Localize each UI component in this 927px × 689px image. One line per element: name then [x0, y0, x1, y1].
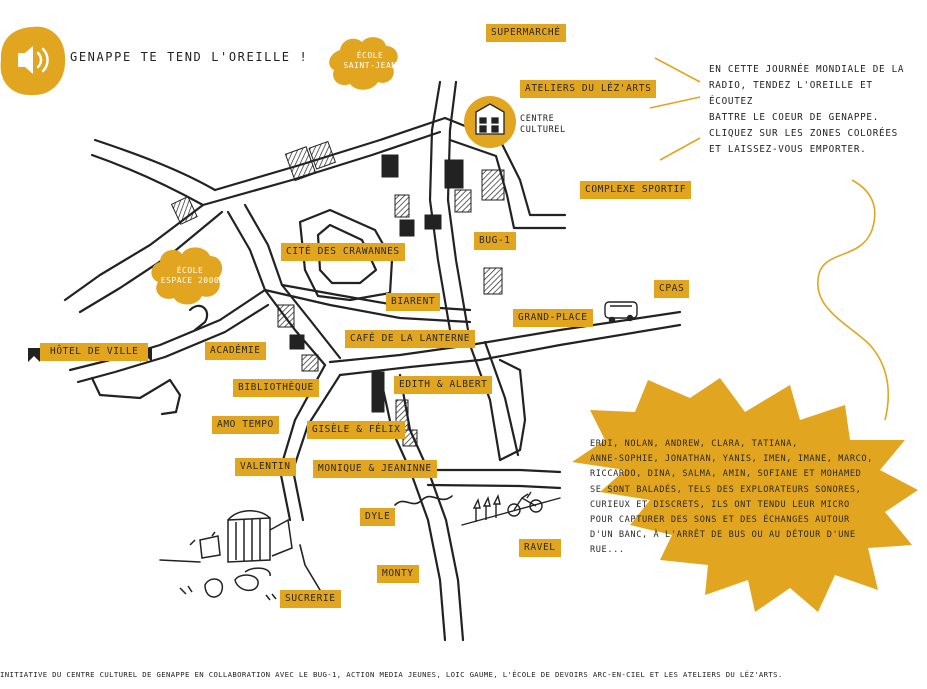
burst-line: ERDI, NOLAN, ANDREW, CLARA, TATIANA, [590, 439, 798, 449]
bus-icon [604, 301, 638, 324]
place-monty[interactable]: MONTY [377, 565, 419, 583]
place-dyle[interactable]: DYLE [360, 508, 396, 526]
place-sucrerie[interactable]: SUCRERIE [280, 590, 341, 608]
centre-culturel-label[interactable]: CENTRE CULTUREL [520, 114, 566, 136]
burst-line: CURIEUX ET DISCRETS, ILS ONT TENDU LEUR … [590, 499, 850, 510]
intro-line: RADIO, TENDEZ L'OREILLE ET ÉCOUTEZ [709, 80, 873, 107]
place-amo[interactable]: AMO TEMPO [212, 416, 279, 434]
participants-text: ERDI, NOLAN, ANDREW, CLARA, TATIANA, ANN… [590, 437, 880, 559]
burst-line: D'UN BANC, À L'ARRÊT DE BUS OU AU DÉTOUR… [590, 530, 856, 541]
burst-line: ANNE-SOPHIE, JONATHAN, YANIS, IMEN, IMAN… [590, 454, 873, 465]
cc-label-line: CULTUREL [520, 125, 566, 135]
tree-icons [472, 493, 501, 522]
road [90, 153, 205, 207]
page-title: GENAPPE TE TEND L'OREILLE ! [70, 50, 309, 64]
intro-text: EN CETTE JOURNÉE MONDIALE DE LA RADIO, T… [709, 62, 919, 158]
place-gisele[interactable]: GISÈLE & FÉLIX [307, 421, 406, 439]
place-complexe[interactable]: COMPLEXE SPORTIF [580, 181, 692, 199]
info-burst [572, 378, 918, 612]
footer-credits: INITIATIVE DU CENTRE CULTUREL DE GENAPPE… [0, 670, 783, 679]
intro-line: BATTRE LE COEUR DE GENAPPE. [709, 112, 880, 123]
burst-line: POUR CAPTURER DES SONS ET DES ÉCHANGES A… [590, 515, 850, 526]
cloud-label-saint-jean[interactable]: ÉCOLE SAINT-JEAN [340, 51, 400, 71]
speaker-icon [0, 26, 66, 96]
cloud-espace-2000 [151, 247, 223, 305]
sucrerie-building-icon [179, 510, 293, 601]
place-biarent[interactable]: BIARENT [386, 293, 441, 311]
intro-line: ET LAISSEZ-VOUS EMPORTER. [709, 144, 867, 155]
place-ateliers[interactable]: ATELIERS DU LÉZ'ARTS [520, 80, 657, 98]
place-cpas[interactable]: CPAS [654, 280, 690, 298]
burst-line: RUE... [590, 545, 625, 556]
place-edith[interactable]: EDITH & ALBERT [394, 376, 493, 394]
place-ravel[interactable]: RAVEL [519, 539, 561, 557]
road [93, 138, 217, 192]
place-lanterne[interactable]: CAFÉ DE LA LANTERNE [345, 330, 476, 348]
sound-toggle-button[interactable] [1, 25, 65, 97]
building-icon [475, 103, 505, 135]
burst-line: SE SONT BALADÉS, TELS DES EXPLORATEURS S… [590, 484, 862, 495]
place-hotel[interactable]: HÔTEL DE VILLE [40, 343, 149, 361]
place-grandplace[interactable]: GRAND-PLACE [513, 309, 593, 327]
cc-label-line: CENTRE [520, 114, 555, 124]
place-bibliotheque[interactable]: BIBLIOTHÈQUE [233, 379, 319, 397]
place-bug1[interactable]: BUG-1 [474, 232, 516, 250]
burst-line: RICCARDO, DINA, SALMA, AMIN, SOFIANE ET … [590, 469, 862, 480]
place-supermarche[interactable]: SUPERMARCHÉ [486, 24, 566, 42]
cloud-label-line: SAINT-JEAN [343, 61, 397, 70]
intro-line: CLIQUEZ SUR LES ZONES COLORÉES [709, 128, 898, 139]
cloud-label-line: ÉCOLE [356, 51, 384, 60]
bicycle-icon [507, 491, 543, 517]
place-academie[interactable]: ACADÉMIE [205, 342, 266, 360]
place-cite[interactable]: CITÉ DES CRAWANNES [281, 243, 405, 261]
cloud-saint-jean [329, 37, 398, 90]
cloud-label-line: ÉCOLE [176, 266, 204, 275]
place-valentin[interactable]: VALENTIN [235, 458, 296, 476]
cloud-label-line: ESPACE 2000 [160, 276, 220, 285]
cloud-label-espace-2000[interactable]: ÉCOLE ESPACE 2000 [154, 266, 226, 286]
place-monique[interactable]: MONIQUE & JEANINNE [313, 460, 437, 478]
intro-line: EN CETTE JOURNÉE MONDIALE DE LA [709, 64, 905, 75]
